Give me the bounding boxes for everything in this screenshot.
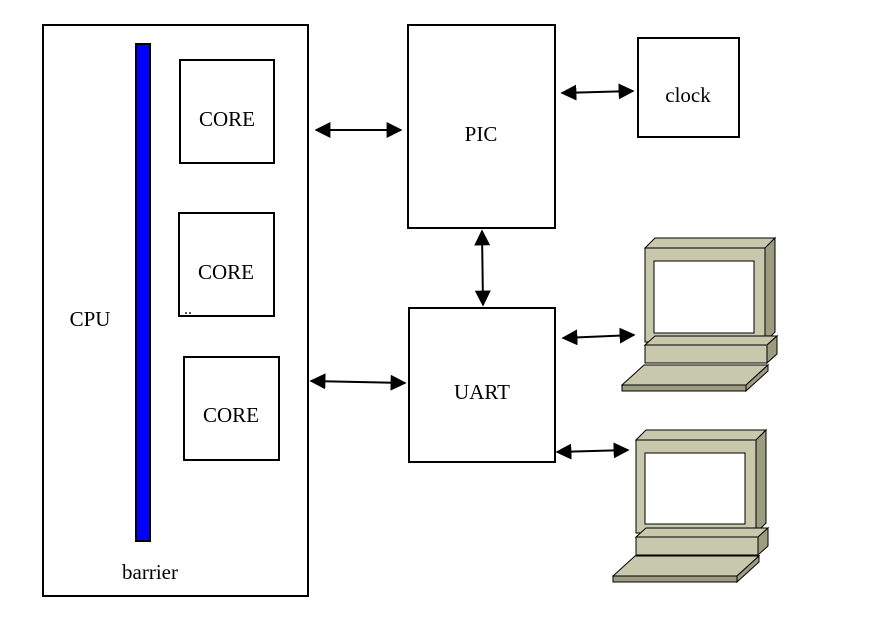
arrow-uart-terminal-2: [555, 442, 630, 460]
clock-label: clock: [665, 83, 711, 107]
uart-label: UART: [454, 380, 510, 404]
core-box-2: [178, 212, 275, 317]
arrow-pic-clock: [560, 83, 635, 101]
core-box-1: [179, 59, 275, 164]
clock-box: [637, 37, 740, 138]
terminal-icon: [620, 236, 779, 393]
arrow-uart-terminal-1: [561, 327, 636, 346]
uart-box: [408, 307, 556, 463]
terminal-icon: [611, 428, 770, 584]
pic-box: [407, 24, 556, 229]
core-label-1: CORE: [199, 107, 255, 131]
cpu-label: CPU: [70, 307, 111, 331]
core-label-2: CORE: [198, 260, 254, 284]
pic-label: PIC: [465, 122, 498, 146]
arrow-pic-uart: [474, 229, 491, 307]
arrow-cpu-uart: [309, 373, 407, 391]
core-label-3: CORE: [203, 403, 259, 427]
core-box-3: [183, 356, 280, 461]
barrier-bar: [135, 43, 151, 542]
core-note: ..: [184, 301, 192, 318]
barrier-label: barrier: [122, 560, 178, 584]
